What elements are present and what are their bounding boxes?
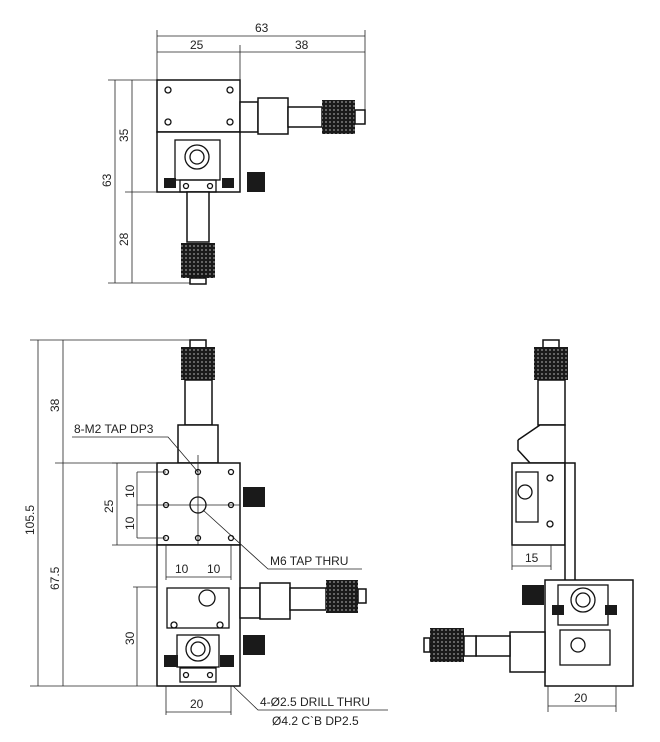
dim-overall-width: 63 xyxy=(255,21,269,35)
front-view-dimensions: 105.5 38 67.5 25 10 10 10 10 30 20 xyxy=(23,339,232,715)
dim-overall-height: 105.5 xyxy=(23,505,37,535)
micrometer-knurl xyxy=(534,347,568,380)
micrometer-knurl xyxy=(181,243,215,278)
side-view-body xyxy=(423,339,634,687)
dim-offset: 15 xyxy=(525,551,539,565)
top-view-body xyxy=(156,79,366,285)
top-view-dimensions: 63 25 38 63 35 28 xyxy=(100,21,366,284)
front-view-notes: 8-M2 TAP DP3 M6 TAP THRU 4-Ø2.5 DRILL TH… xyxy=(72,422,388,728)
top-view: 63 25 38 63 35 28 xyxy=(100,21,366,285)
dim-pitch-right: 10 xyxy=(207,562,221,576)
note-center-hole: M6 TAP THRU xyxy=(270,554,348,568)
dim-hole-pitch-upper: 10 xyxy=(123,484,137,498)
micrometer-knurl xyxy=(326,580,358,613)
dim-hole-pitch-lower: 10 xyxy=(123,516,137,530)
front-view: 105.5 38 67.5 25 10 10 10 10 30 20 8-M2 … xyxy=(23,339,388,728)
dim-lower-height: 30 xyxy=(123,631,137,645)
dim-base-width: 20 xyxy=(574,691,588,705)
dim-hole-span: 25 xyxy=(102,499,116,513)
dim-upper-height: 35 xyxy=(117,128,131,142)
dim-right-width: 38 xyxy=(295,38,309,52)
side-view: 15 20 xyxy=(423,339,634,712)
dim-left-width: 25 xyxy=(190,38,204,52)
micrometer-knurl xyxy=(322,100,355,134)
m6-center-hole xyxy=(189,496,207,514)
micrometer-knurl xyxy=(181,347,215,380)
note-tap-holes: 8-M2 TAP DP3 xyxy=(74,422,154,436)
dim-body-height: 67.5 xyxy=(48,566,62,590)
side-view-dimensions: 15 20 xyxy=(511,545,617,712)
front-view-body xyxy=(137,339,367,687)
micrometer-knurl xyxy=(430,628,464,662)
dim-micrometer-height: 38 xyxy=(48,398,62,412)
note-drill: 4-Ø2.5 DRILL THRU xyxy=(260,695,370,709)
dim-pitch-left: 10 xyxy=(175,562,189,576)
dim-base-width: 20 xyxy=(190,697,204,711)
dim-lower-height: 28 xyxy=(117,232,131,246)
note-counterbore: Ø4.2 C`B DP2.5 xyxy=(272,714,359,728)
dim-overall-height: 63 xyxy=(100,173,114,187)
